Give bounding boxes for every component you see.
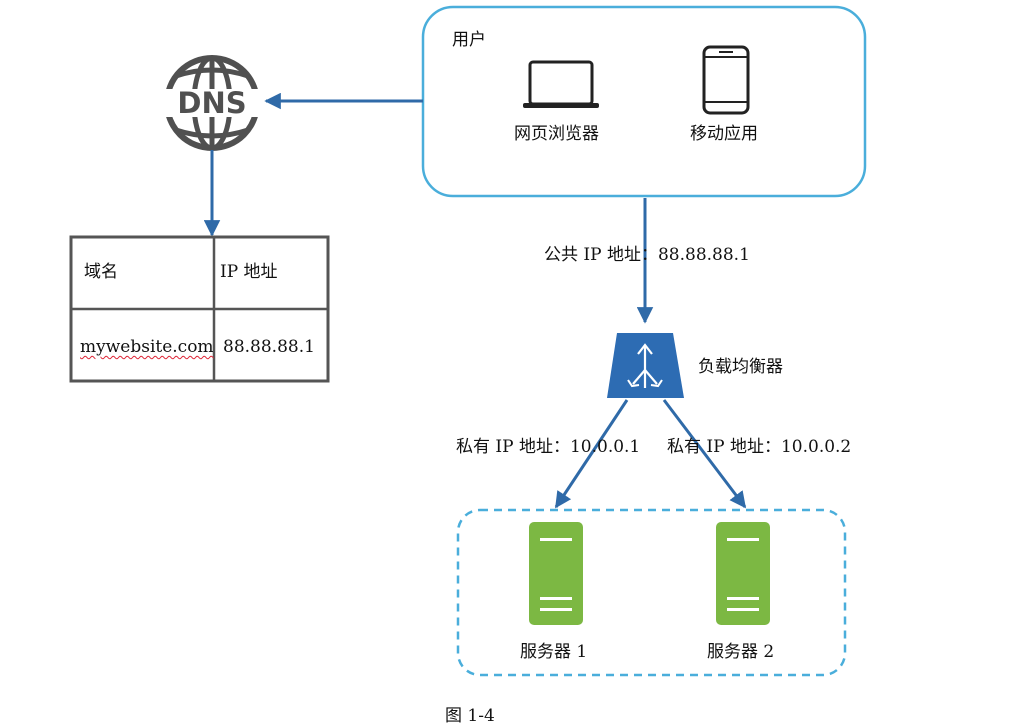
server-1-icon [529, 522, 583, 625]
server-2-icon [716, 522, 770, 625]
mobile-phone-icon [702, 45, 750, 115]
dns-table-grid [69, 235, 330, 383]
arrow-load-balancer-to-server-2 [662, 399, 747, 509]
figure-caption: 图 1-4 [445, 706, 495, 726]
mobile-app-label: 移动应用 [690, 124, 758, 144]
arrow-load-balancer-to-server-1 [554, 399, 629, 509]
table-header-ip: IP 地址 [220, 262, 278, 282]
dns-icon-text: DNS [177, 86, 247, 120]
server-1-label: 服务器 1 [520, 642, 588, 662]
public-ip-label: 公共 IP 地址：88.88.88.1 [544, 245, 750, 265]
web-browser-label: 网页浏览器 [514, 124, 599, 144]
laptop-icon [523, 60, 599, 108]
server-2-label: 服务器 2 [707, 642, 775, 662]
private-ip-label-2: 私有 IP 地址：10.0.0.2 [667, 437, 852, 457]
server-group-box [456, 508, 847, 677]
load-balancer-icon [607, 333, 684, 398]
dns-globe-icon [160, 55, 264, 151]
table-header-domain: 域名 [84, 262, 118, 282]
load-balancer-label: 负载均衡器 [698, 357, 783, 377]
user-box-title: 用户 [452, 30, 486, 50]
private-ip-label-1: 私有 IP 地址：10.0.0.1 [456, 437, 641, 457]
table-cell-domain: mywebsite.com [80, 337, 214, 357]
user-box [421, 5, 867, 198]
table-cell-ip: 88.88.88.1 [223, 337, 315, 357]
